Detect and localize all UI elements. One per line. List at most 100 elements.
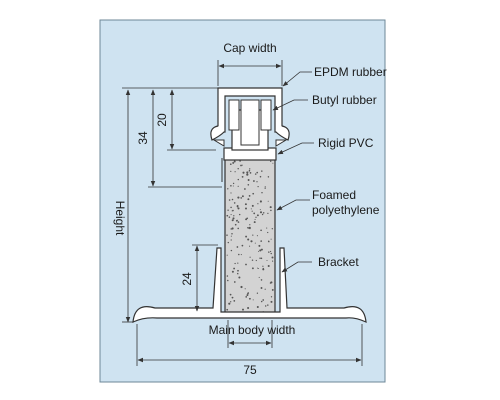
foam-dot: [245, 218, 248, 221]
foam-dot: [245, 296, 248, 298]
foam-dot: [236, 206, 239, 208]
foam-dot: [269, 206, 272, 209]
foam-dot: [261, 170, 263, 172]
foam-dot: [239, 160, 241, 162]
foam-dot: [237, 227, 239, 230]
foam-dot: [267, 176, 270, 178]
foam-dot: [270, 252, 272, 255]
foam-dot: [229, 293, 232, 296]
foam-dot: [251, 204, 254, 207]
foam-dot: [249, 224, 251, 226]
foam-dot: [237, 178, 239, 181]
foam-dot: [260, 248, 263, 251]
foam-dot: [232, 182, 235, 185]
dim-label-20: 20: [155, 113, 169, 127]
label-rigid-pvc: Rigid PVC: [318, 136, 374, 150]
foam-dot: [237, 221, 240, 223]
cap-hook-left: [210, 125, 225, 141]
foam-dot: [247, 292, 249, 294]
foam-dot: [247, 238, 250, 241]
foam-dot: [256, 305, 259, 309]
foam-dot: [267, 304, 269, 306]
foam-dot: [250, 240, 253, 243]
foam-dot: [267, 231, 269, 234]
dim-label-34: 34: [136, 131, 150, 145]
foam-dot: [237, 185, 239, 187]
foam-dot: [270, 250, 272, 253]
foam-dot: [231, 296, 234, 299]
foam-dot: [252, 180, 255, 182]
foam-dot: [227, 188, 229, 190]
foam-dot: [248, 195, 251, 197]
foam-dot: [227, 209, 229, 211]
label-main-body-width: Main body width: [209, 323, 296, 337]
foam-dot: [242, 171, 245, 174]
foam-dot: [241, 195, 244, 198]
foam-dot: [232, 209, 234, 212]
foam-dot: [254, 242, 256, 244]
foam-dot: [249, 168, 251, 170]
foam-dot: [228, 199, 231, 201]
foam-dot: [241, 244, 244, 247]
foam-dot: [272, 162, 274, 164]
foam-dot: [228, 216, 231, 218]
foam-dot: [240, 254, 242, 256]
foam-dot: [227, 279, 229, 282]
foam-dot: [256, 292, 259, 294]
foam-dot: [237, 167, 239, 170]
foam-dot: [247, 227, 250, 229]
foam-dot: [230, 239, 232, 241]
foam-dot: [266, 260, 268, 261]
foam-dot: [264, 305, 267, 307]
foam-dot: [261, 213, 264, 216]
foam-dot: [266, 227, 268, 229]
foam-dot: [246, 173, 249, 176]
foam-dot: [234, 171, 236, 173]
foam-dot: [230, 214, 232, 216]
label-polyethylene: polyethylene: [312, 203, 380, 217]
foam-dot: [234, 262, 236, 265]
foam-dot: [259, 200, 262, 203]
foam-dot: [260, 279, 263, 281]
foam-dot: [259, 211, 263, 214]
foam-dot: [232, 185, 234, 187]
foam-dot: [230, 170, 232, 173]
foam-dot: [258, 250, 260, 252]
foam-dot: [245, 207, 247, 210]
foam-dot: [247, 184, 250, 186]
label-height: Height: [113, 201, 127, 236]
foam-dot: [237, 269, 239, 272]
foam-dot: [244, 203, 247, 206]
foam-dot: [230, 206, 232, 209]
foam-dot: [231, 227, 234, 230]
foam-dot: [238, 253, 240, 256]
foam-dot: [252, 299, 254, 301]
foam-dot: [260, 287, 263, 289]
foam-dot: [227, 241, 229, 244]
leader-bracket: [281, 261, 312, 273]
foam-dot: [259, 175, 262, 178]
dim-label-24: 24: [180, 272, 194, 286]
leader-butyl: [272, 99, 308, 111]
foam-dot: [238, 276, 241, 279]
foam-dot: [256, 181, 258, 183]
label-butyl-rubber: Butyl rubber: [312, 93, 377, 107]
foam-dot: [232, 161, 235, 164]
foam-dot: [264, 186, 266, 188]
foam-dot: [240, 197, 243, 199]
foam-dot: [268, 241, 270, 243]
label-foamed: Foamed: [312, 188, 356, 202]
foam-dot: [231, 198, 234, 201]
foam-dot: [271, 228, 273, 230]
foam-dot: [247, 198, 250, 201]
foam-dot: [236, 219, 238, 221]
foam-dot: [270, 300, 273, 303]
foam-dot: [252, 234, 254, 236]
foam-dot: [233, 160, 236, 163]
foam-dot: [226, 308, 229, 311]
foam-dot: [264, 288, 266, 290]
foam-dot: [260, 300, 263, 303]
foam-dot: [260, 240, 263, 242]
